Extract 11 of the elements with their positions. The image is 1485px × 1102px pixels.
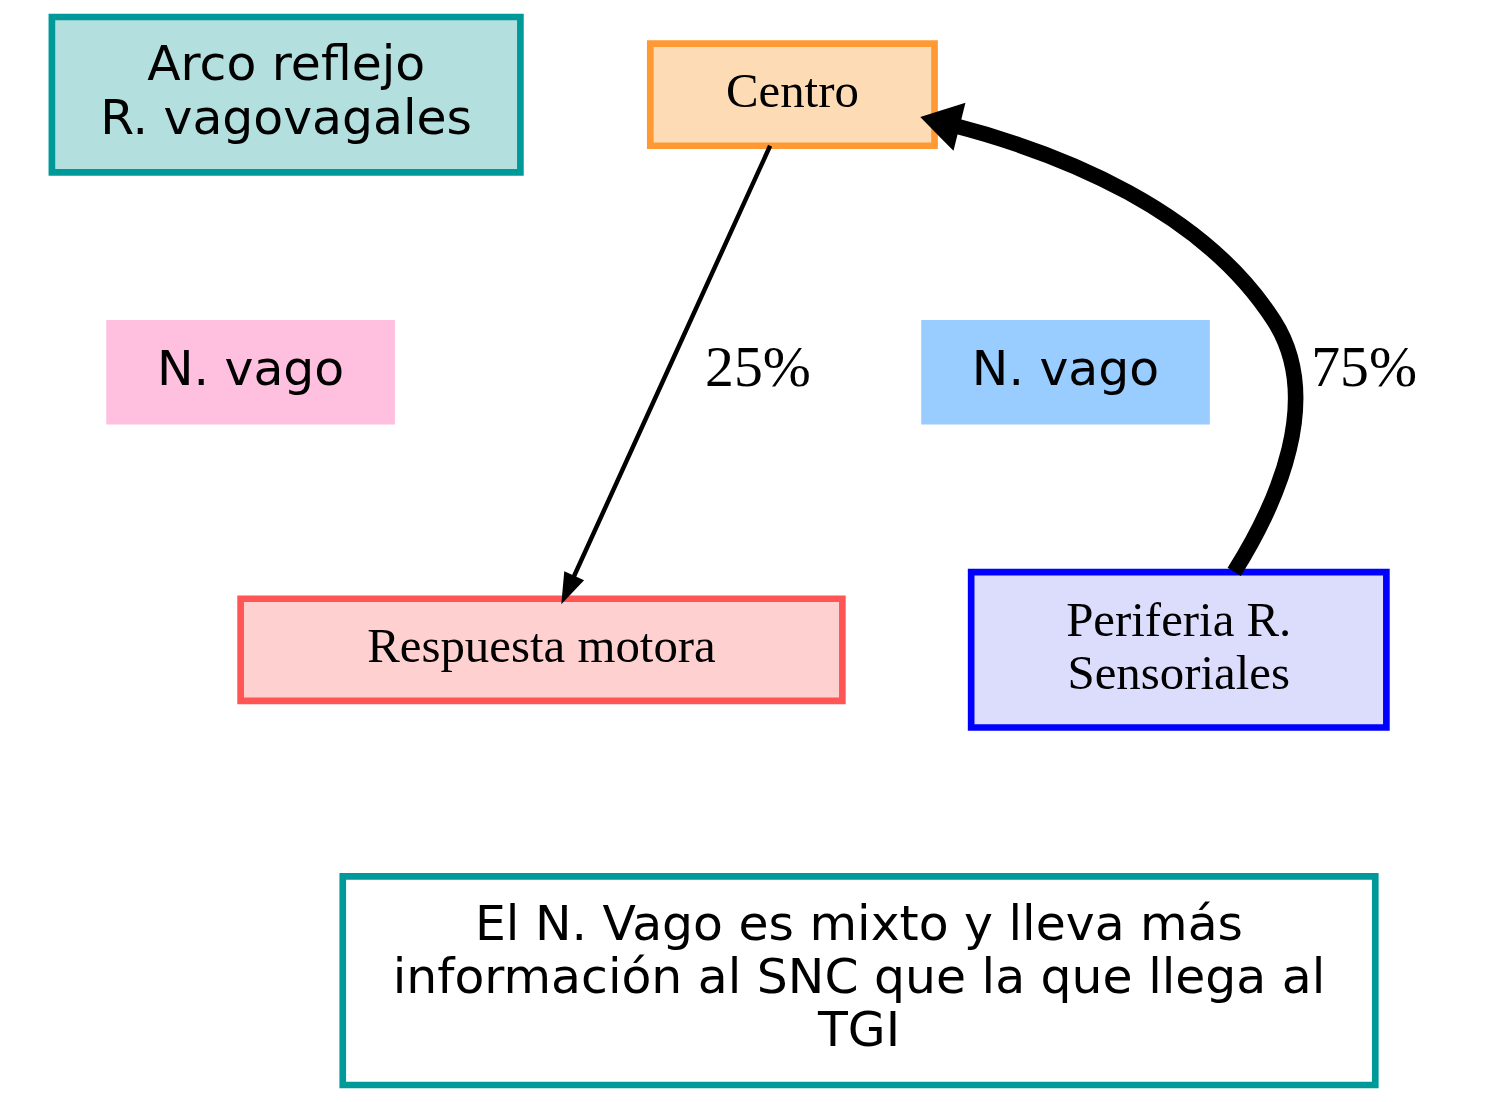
node-box: N. vago <box>920 320 1210 425</box>
node-box: El N. Vago es mixto y lleva más información al SNC que la que llega al TGI <box>338 872 1379 1089</box>
edge-label: 75% <box>1310 335 1417 399</box>
node-box: Centro <box>646 40 938 150</box>
arrow <box>560 144 772 605</box>
node-box: N. vago <box>105 320 395 425</box>
node-box: Respuesta motora <box>236 595 846 705</box>
arrow <box>919 102 1303 576</box>
edge-label: 25% <box>704 335 811 399</box>
node-box: Arco reflejo R. vagovagales <box>48 13 524 176</box>
node-box: Periferia R. Sensoriales <box>967 568 1390 731</box>
